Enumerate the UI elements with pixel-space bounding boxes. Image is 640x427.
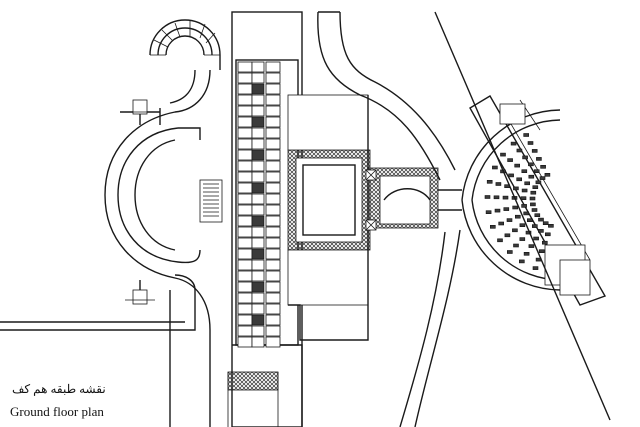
left-wing-rooms [237,61,281,348]
courtyard-block [287,94,371,341]
auditorium [461,95,607,306]
caption-english: Ground floor plan [10,404,104,419]
connector-hall [365,167,462,231]
curved-driveway [0,69,211,427]
entrance-bridge [199,179,223,223]
spiral-ramp [149,19,221,70]
access-roads [317,11,611,427]
caption-persian: نقشه طبقه هم کف [12,382,106,396]
